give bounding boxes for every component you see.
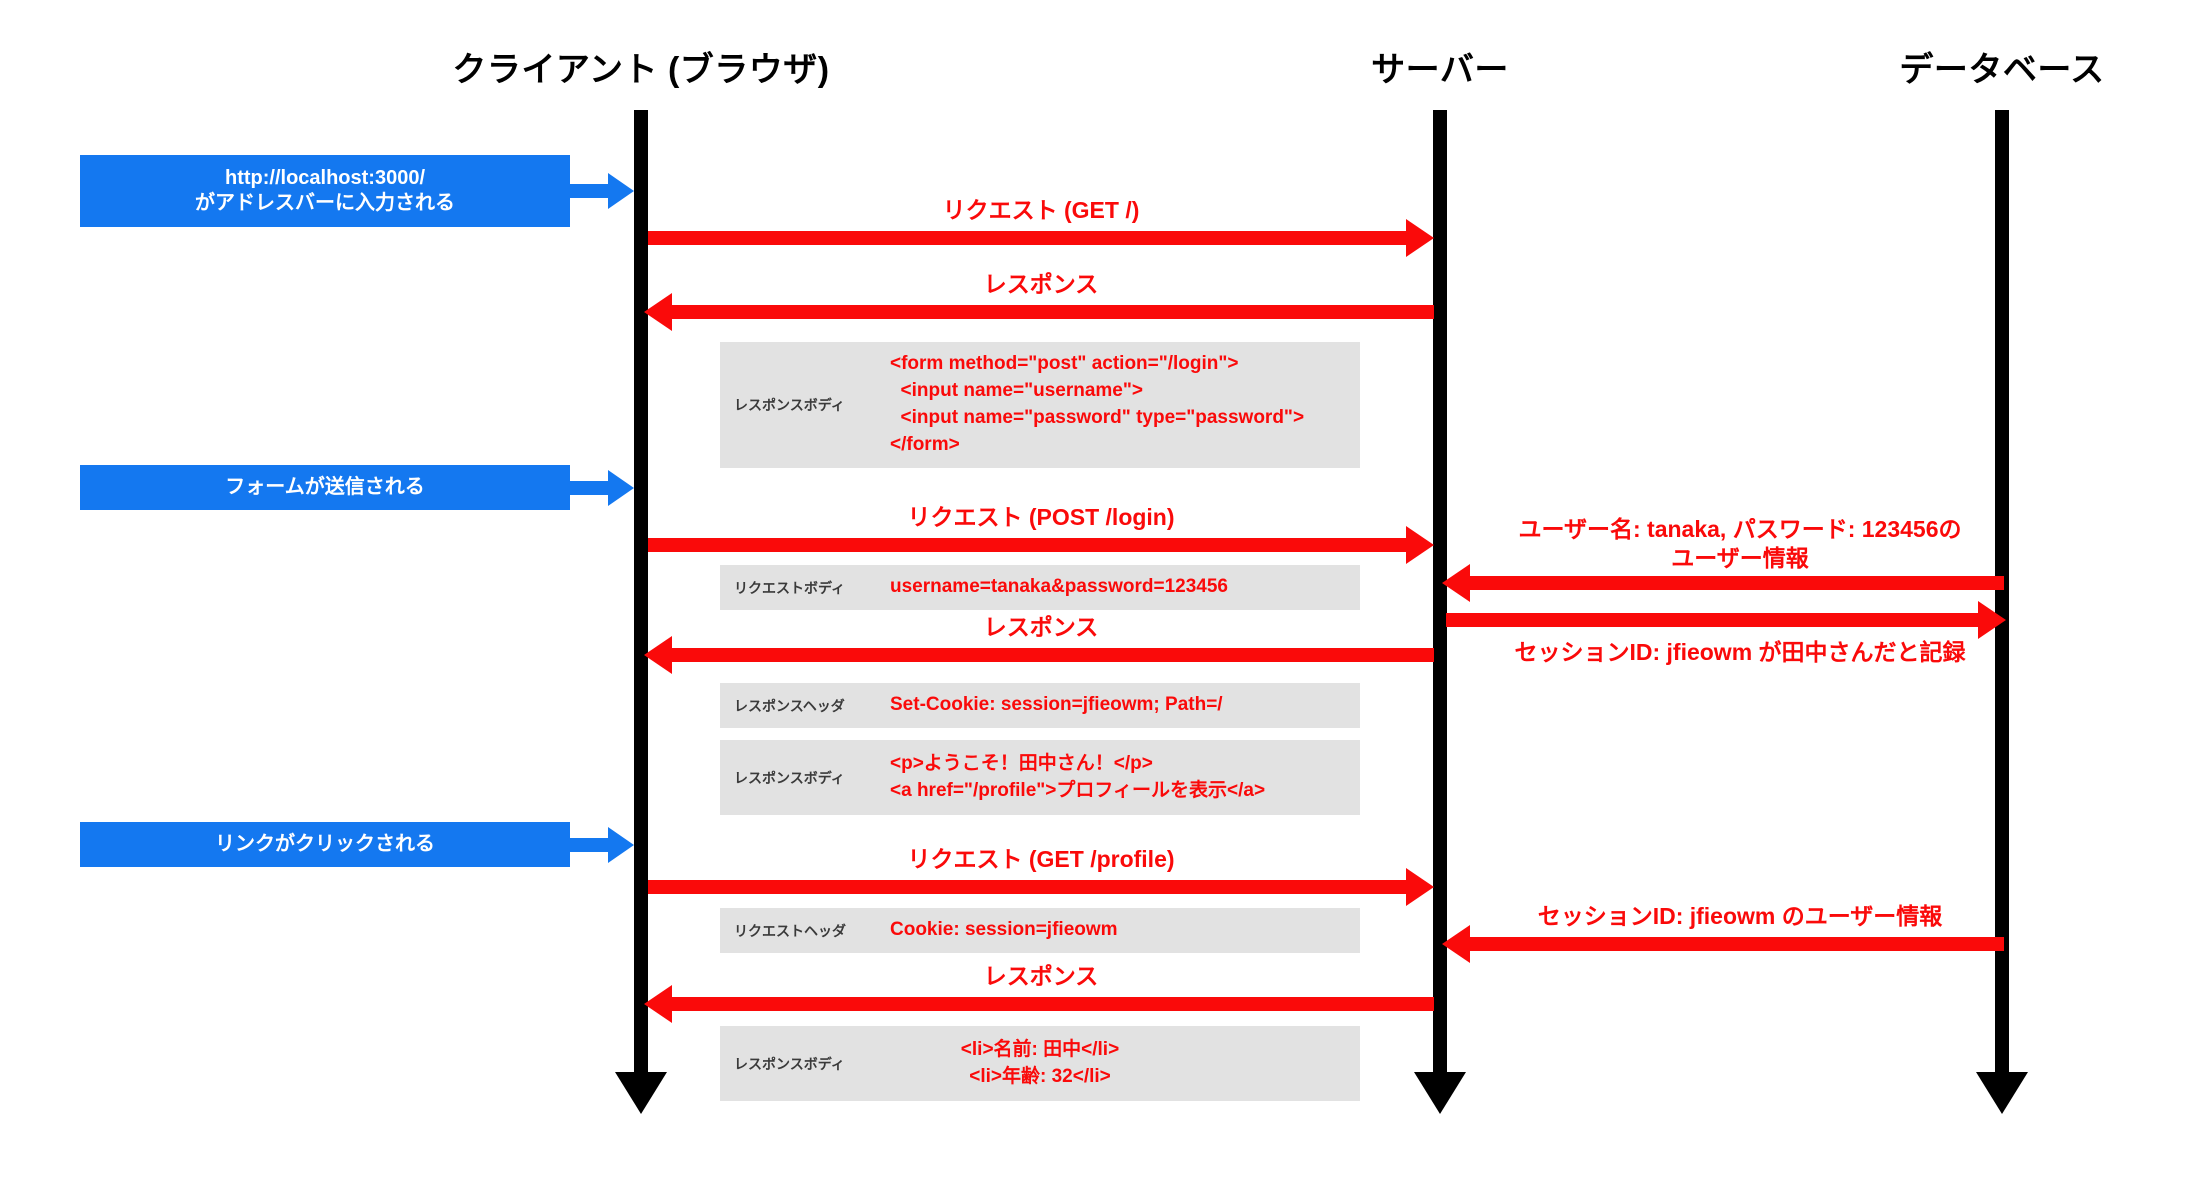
message-head-db-query-user <box>1442 564 1470 602</box>
participant-label-server: サーバー <box>1371 51 1509 89</box>
lifeline-database-arrowhead <box>1976 1072 2028 1114</box>
lifeline-database <box>1995 110 2009 1085</box>
actor-box-url-entered-line2: がアドレスバーに入力される <box>195 192 455 214</box>
participant-label-client: クライアント (ブラウザ) <box>452 51 830 89</box>
actor-box-link-clicked-line1: リンクがクリックされる <box>215 833 435 855</box>
actor-arrow-head-url-entered <box>608 173 634 209</box>
actor-box-form-submitted: フォームが送信される <box>80 465 570 510</box>
message-head-request-post-login <box>1406 526 1434 564</box>
message-head-response-1 <box>644 293 672 331</box>
payload-tag-response-body-profile: レスポンスボディ <box>734 1055 845 1072</box>
message-head-request-get-root <box>1406 219 1434 257</box>
payload-code-response-header-set-cookie: Set-Cookie: session=jfieowm; Path=/ <box>890 694 1223 716</box>
message-label-response-1: レスポンス <box>983 271 1099 297</box>
message-shaft-db-store-session <box>1446 613 1980 627</box>
payload-box-request-body-credentials: リクエストボディ username=tanaka&password=123456 <box>720 565 1360 610</box>
message-label-request-get-profile: リクエスト (GET /profile) <box>907 846 1175 872</box>
actor-arrow-head-form-submitted <box>608 470 634 506</box>
message-head-db-query-session <box>1442 925 1470 963</box>
actor-arrow-shaft-url-entered <box>570 184 612 198</box>
payload-code-response-body-login-form: <form method="post" action="/login"> <in… <box>890 353 1305 455</box>
payload-tag-response-body-welcome: レスポンスボディ <box>734 769 845 786</box>
participant-label-database: データベース <box>1899 51 2105 89</box>
payload-tag-request-body-credentials: リクエストボディ <box>734 579 846 596</box>
payload-code-response-body-profile: <li>名前: 田中</li> <li>年齢: 32</li> <box>960 1038 1120 1087</box>
message-label-request-get-root: リクエスト (GET /) <box>942 197 1140 223</box>
message-head-response-2 <box>644 636 672 674</box>
lifeline-client-arrowhead <box>615 1072 667 1114</box>
payload-box-response-header-set-cookie: レスポンスヘッダ Set-Cookie: session=jfieowm; Pa… <box>720 683 1360 728</box>
actor-arrow-shaft-link-clicked <box>570 838 612 852</box>
message-label-request-post-login: リクエスト (POST /login) <box>907 504 1175 530</box>
message-shaft-db-query-session <box>1470 937 2004 951</box>
lifeline-server <box>1433 110 1447 1085</box>
actor-box-url-entered-line1: http://localhost:3000/ <box>224 167 426 189</box>
message-head-response-3 <box>644 985 672 1023</box>
message-label-db-query-session: セッションID: jfieowm のユーザー情報 <box>1537 903 1943 929</box>
payload-box-request-header-cookie: リクエストヘッダ Cookie: session=jfieowm <box>720 908 1360 953</box>
message-shaft-request-get-profile <box>648 880 1408 894</box>
message-shaft-request-post-login <box>648 538 1408 552</box>
payload-code-request-body-credentials: username=tanaka&password=123456 <box>890 576 1228 598</box>
lifeline-client <box>634 110 648 1085</box>
lifeline-server-arrowhead <box>1414 1072 1466 1114</box>
message-label-db-query-user-line2: ユーザー情報 <box>1671 544 1809 571</box>
actor-arrow-head-link-clicked <box>608 827 634 863</box>
payload-tag-request-header-cookie: リクエストヘッダ <box>734 922 846 939</box>
actor-box-link-clicked: リンクがクリックされる <box>80 822 570 867</box>
message-shaft-request-get-root <box>648 231 1408 245</box>
payload-code-response-body-welcome: <p>ようこそ！田中さん！</p> <a href="/profile">プロフ… <box>890 752 1266 801</box>
message-head-request-get-profile <box>1406 868 1434 906</box>
message-label-db-store-session: セッションID: jfieowm が田中さんだと記録 <box>1514 639 1966 665</box>
payload-box-response-body-login-form: レスポンスボディ <form method="post" action="/lo… <box>720 342 1360 468</box>
actor-box-url-entered: http://localhost:3000/ がアドレスバーに入力される <box>80 155 570 227</box>
actor-box-form-submitted-line1: フォームが送信される <box>225 476 425 498</box>
payload-tag-response-body-login-form: レスポンスボディ <box>734 397 845 413</box>
payload-box-response-body-welcome: レスポンスボディ <p>ようこそ！田中さん！</p> <a href="/pro… <box>720 740 1360 815</box>
message-shaft-response-3 <box>672 997 1434 1011</box>
message-shaft-response-1 <box>672 305 1434 319</box>
message-label-db-query-user: ユーザー名: tanaka, パスワード: 123456の ユーザー情報 <box>1480 515 2000 573</box>
actor-arrow-shaft-form-submitted <box>570 481 612 495</box>
payload-box-response-body-profile: レスポンスボディ <li>名前: 田中</li> <li>年齢: 32</li> <box>720 1026 1360 1101</box>
payload-tag-response-header-set-cookie: レスポンスヘッダ <box>734 697 845 714</box>
message-shaft-db-query-user <box>1470 576 2004 590</box>
message-label-response-3: レスポンス <box>983 963 1099 989</box>
message-label-db-query-user-line1: ユーザー名: tanaka, パスワード: 123456の <box>1518 516 1962 542</box>
message-head-db-store-session <box>1978 601 2006 639</box>
message-shaft-response-2 <box>672 648 1434 662</box>
message-label-response-2: レスポンス <box>983 614 1099 640</box>
payload-code-request-header-cookie: Cookie: session=jfieowm <box>890 919 1118 941</box>
